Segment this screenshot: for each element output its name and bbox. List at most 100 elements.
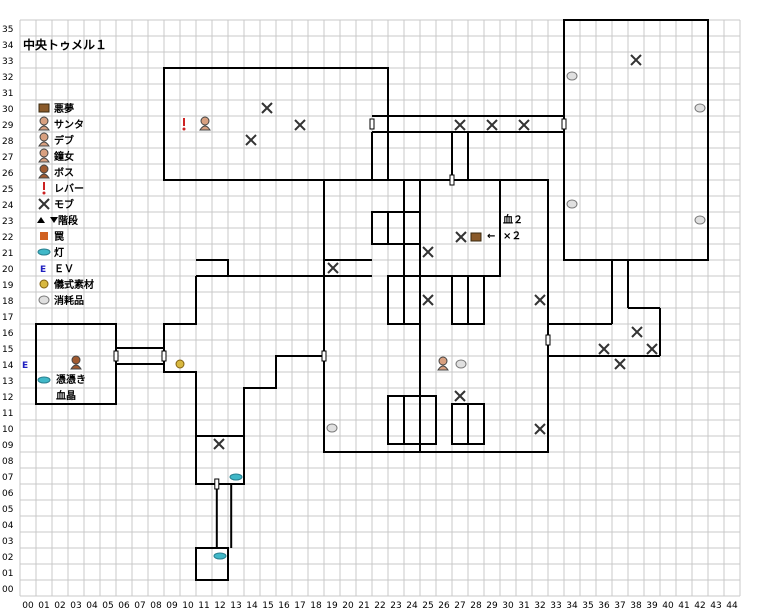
x-axis-label: 43 [710, 601, 721, 611]
npc-icon-body [38, 125, 50, 131]
y-axis-label: 35 [2, 25, 13, 35]
room-wall [163, 275, 325, 437]
mob-icon-stroke [454, 390, 466, 402]
x-axis-label: 40 [662, 601, 674, 611]
consumable-icon [326, 423, 338, 433]
x-axis-label: 37 [614, 601, 625, 611]
npc-icon [38, 132, 50, 147]
x-axis-label: 13 [230, 601, 241, 611]
ritual-icon [39, 279, 49, 289]
mob-icon-stroke [213, 438, 225, 450]
mob-icon-stroke [38, 198, 50, 210]
map-title: 中央トゥメル１ [23, 37, 107, 52]
mob-icon [261, 102, 273, 114]
y-axis-label: 26 [2, 169, 14, 179]
legend-label: モブ [54, 198, 74, 211]
y-axis-label: 29 [2, 121, 14, 131]
y-axis-label: 20 [2, 265, 14, 275]
consumable-icon [694, 103, 706, 113]
npc-icon-head [200, 116, 210, 126]
npc-icon [70, 355, 82, 370]
npc-icon [38, 164, 50, 179]
npc-icon-head [438, 356, 448, 366]
y-axis-label: 08 [2, 457, 14, 467]
door-marker [369, 118, 375, 130]
npc-icon [437, 356, 449, 371]
x-axis-label: 16 [278, 601, 290, 611]
y-axis-label: 01 [2, 569, 13, 579]
x-axis-label: 10 [182, 601, 194, 611]
blood-gem-count-label: 血２ [503, 213, 523, 226]
ev-icon: E [40, 265, 46, 275]
x-axis-label: 28 [470, 601, 482, 611]
consumable-icon [694, 215, 706, 225]
map-walls [35, 19, 709, 581]
mob-icon-stroke [598, 343, 610, 355]
mob-icon-stroke [422, 246, 434, 258]
mob-icon-stroke [630, 54, 642, 66]
x-axis-label: 02 [54, 601, 65, 611]
lamp-note-line2: 血晶 [56, 389, 76, 402]
lever-icon-dot [182, 127, 186, 131]
x-axis-label: 15 [262, 601, 273, 611]
y-axis-label: 21 [2, 249, 13, 259]
x-axis-label: 18 [310, 601, 322, 611]
mob-icon-stroke [422, 294, 434, 306]
npc-icon-body [38, 141, 50, 147]
mob-icon [646, 343, 658, 355]
y-axis-label: 27 [2, 153, 13, 163]
mob-icon [455, 231, 467, 243]
mob-icon [245, 134, 257, 146]
x-axis-label: 27 [454, 601, 465, 611]
room-wall [163, 67, 389, 181]
x-axis-label: 06 [118, 601, 130, 611]
mob-icon-stroke [454, 119, 466, 131]
y-axis-label: 07 [2, 473, 13, 483]
door-marker [321, 350, 327, 362]
ev-marker: E [22, 361, 28, 371]
npc-icon-head [39, 148, 49, 158]
mob-icon-stroke [327, 262, 339, 274]
x-axis-label: 12 [214, 601, 225, 611]
legend-label: 罠 [54, 231, 64, 243]
x-axis-label: 00 [22, 601, 34, 611]
npc-icon [199, 116, 211, 131]
mob-icon-stroke [534, 423, 546, 435]
x-axis-label: 20 [342, 601, 354, 611]
y-axis-label: 28 [2, 137, 14, 147]
lamp-icon [37, 248, 51, 256]
mob-icon [327, 262, 339, 274]
mob-icon-stroke [486, 119, 498, 131]
npc-icon-head [39, 164, 49, 174]
legend-label: 階段 [58, 214, 78, 227]
mob-icon [213, 438, 225, 450]
consumable-icon [38, 295, 50, 305]
x-axis-label: 24 [406, 601, 418, 611]
legend-label: デブ [54, 134, 74, 147]
mob-icon-stroke [245, 134, 257, 146]
npc-icon-body [199, 125, 211, 131]
room-wall [371, 211, 421, 245]
y-axis-label: 31 [2, 89, 13, 99]
npc-icon [38, 116, 50, 131]
x-axis-label: 29 [486, 601, 498, 611]
x-axis-label: 05 [102, 601, 113, 611]
x-axis-label: 26 [438, 601, 450, 611]
x-axis-label: 25 [422, 601, 433, 611]
door-marker [113, 350, 119, 362]
y-axis-label: 14 [2, 361, 14, 371]
y-axis-label: 04 [2, 521, 14, 531]
y-axis-label: 32 [2, 73, 13, 83]
map-icons [37, 54, 706, 560]
trap-icon [40, 232, 48, 240]
door-marker [214, 478, 220, 490]
lamp-icon [213, 552, 227, 560]
room-wall [387, 395, 437, 445]
legend-label: サンタ [54, 119, 84, 131]
npc-icon-head [71, 355, 81, 365]
mob-icon [630, 54, 642, 66]
mob-icon [486, 119, 498, 131]
mob-icon [534, 294, 546, 306]
stairs-down-icon [50, 217, 58, 223]
